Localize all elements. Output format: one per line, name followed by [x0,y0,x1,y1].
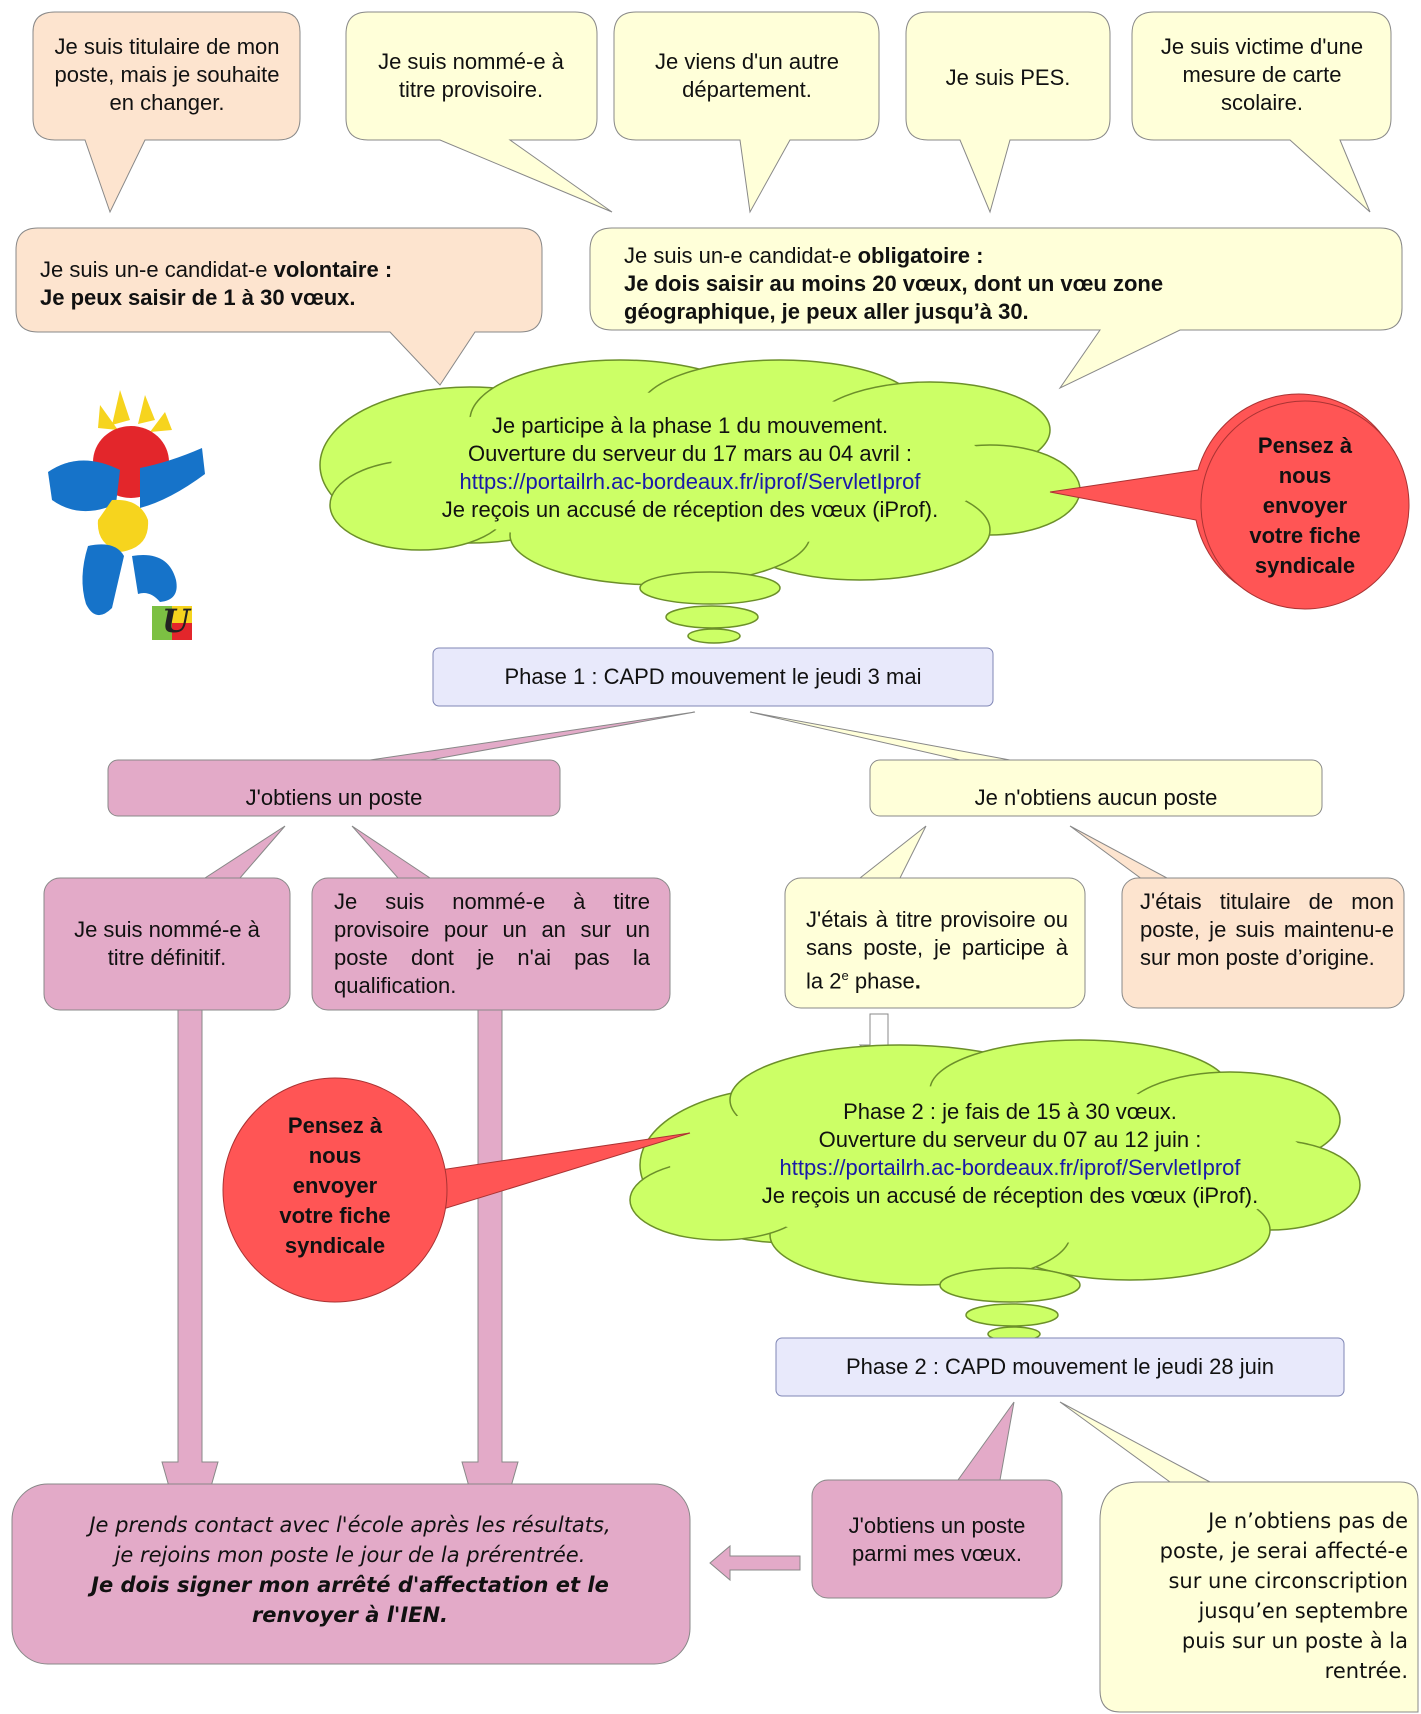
cloud1-link[interactable]: https://portailrh.ac-bordeaux.fr/iprof/S… [459,469,921,494]
reminder2-line4: votre fiche [279,1203,391,1228]
obtiens-voeux-text: J'obtiens un poste parmi mes vœux. [848,1513,1026,1566]
cloud1-line2: Ouverture du serveur du 17 mars au 04 av… [468,441,912,466]
bubble-pes: Je suis PES. [920,64,1096,92]
bubble-titulaire-text: Je suis titulaire de mon poste, mais je … [54,34,280,115]
pas-de-poste-line5: puis sur un poste à la [1181,1629,1408,1653]
obligatoire-line2: Je dois saisir au moins 20 vœux, dont un… [624,271,1164,296]
arrow-definitif [161,1009,219,1562]
reminder-2: Pensez à nous envoyer votre fiche syndic… [245,1111,425,1261]
etais-provisoire-end: phase [848,968,915,994]
cloud2-line2: Ouverture du serveur du 07 au 12 juin : [818,1127,1202,1152]
phase1-text: Phase 1 : CAPD mouvement le jeudi 3 mai [504,664,922,689]
etais-titulaire-text: J'étais titulaire de mon poste, je suis … [1140,889,1394,970]
final-instructions: Je prends contact avec l'école après les… [40,1510,660,1630]
arrow-to-final [709,1544,801,1582]
etais-provisoire-dot: . [914,968,921,994]
logo-letter: U [162,602,190,640]
arrow-provisoire-an [461,1009,519,1562]
bubble-volontaire: Je suis un-e candidat-e volontaire : Je … [40,256,520,312]
cloud2-line1: Phase 2 : je fais de 15 à 30 vœux. [843,1099,1177,1124]
phase1-box: Phase 1 : CAPD mouvement le jeudi 3 mai [433,663,993,691]
pas-de-poste-line2: poste, je serai affecté-e [1159,1539,1408,1563]
reminder2-line1: Pensez à [287,1113,383,1138]
nomme-provisoire-an: Je suis nommé-e à titre provisoire pour … [334,888,650,1000]
reminder1-line1: Pensez à [1257,433,1353,458]
volontaire-prefix: Je suis un-e candidat-e [40,257,274,282]
tail-obtiens [369,711,696,761]
reminder1-line4: votre fiche [1249,523,1361,548]
bubble-titulaire-shape [32,11,301,214]
nomme-definitif: Je suis nommé-e à titre définitif. [56,916,278,972]
tail-aucun [749,711,1011,761]
obtiens-poste: J'obtiens un poste [108,784,560,812]
etais-provisoire-sup: e [841,968,849,983]
cloud2-line4: Je reçois un accusé de réception des vœu… [761,1183,1259,1208]
bubble-autre-dept: Je viens d'un autre département. [628,48,866,104]
pas-de-poste-shape [1099,1481,1419,1713]
obligatoire-line3: géographique, je peux aller jusqu’à 30. [624,299,1029,324]
cloud1-line4: Je reçois un accusé de réception des vœu… [441,497,939,522]
cloud-phase1-shape [319,359,1081,644]
bubble-pes-text: Je suis PES. [945,65,1071,90]
logo-figure-shape [48,390,205,640]
cloud-phase2-shape [629,1039,1361,1342]
phase2-box: Phase 2 : CAPD mouvement le jeudi 28 jui… [776,1353,1344,1381]
obtiens-box-shape [107,759,561,817]
reminder1-line2: nous [1278,463,1332,488]
etais-provisoire-text: J'étais à titre provisoire ou sans poste… [806,907,1068,994]
etais-provisoire: J'étais à titre provisoire ou sans poste… [806,906,1068,995]
final-line4: renvoyer à l'IEN. [251,1603,449,1627]
pas-de-poste-line3: sur une circonscription [1168,1569,1408,1593]
cloud2-link[interactable]: https://portailrh.ac-bordeaux.fr/iprof/S… [779,1155,1241,1180]
pas-de-poste: Je n’obtiens pas de poste, je serai affe… [1112,1506,1408,1686]
bubble-provisoire: Je suis nommé-e à titre provisoire. [360,48,582,104]
pas-de-poste-line1: Je n’obtiens pas de [1208,1509,1408,1533]
final-line1: Je prends contact avec l'école après les… [89,1513,611,1537]
final-box-shape [11,1483,691,1665]
phase2-text: Phase 2 : CAPD mouvement le jeudi 28 jui… [845,1354,1274,1379]
bubble-carte-shape [1131,11,1392,213]
definitif-text: Je suis nommé-e à titre définitif. [74,917,260,970]
aucun-poste-text: Je n'obtiens aucun poste [974,785,1218,810]
phase1-box-shape [432,647,994,707]
etais-titulaire: J'étais titulaire de mon poste, je suis … [1140,888,1394,972]
bubble-obligatoire-shape [589,227,1403,390]
bubble-autre-dept-shape [613,11,880,214]
final-line2: je rejoins mon poste le jour de la prére… [114,1543,586,1567]
obligatoire-bold: obligatoire : [857,243,984,268]
obtiens-voeux: J'obtiens un poste parmi mes vœux. [822,1512,1052,1568]
reminder2-line5: syndicale [284,1233,386,1258]
cloud1-line1: Je participe à la phase 1 du mouvement. [491,413,889,438]
reminder2-line3: envoyer [292,1173,378,1198]
provisoire-an-text: Je suis nommé-e à titre provisoire pour … [334,889,650,998]
final-line3: Je dois signer mon arrêté d'affectation … [91,1573,609,1597]
bubble-provisoire-shape [345,11,613,213]
bubble-carte-text: Je suis victime d'une mesure de carte sc… [1160,34,1364,115]
bubble-obligatoire: Je suis un-e candidat-e obligatoire : Je… [624,242,1394,326]
reminder1-line5: syndicale [1254,553,1356,578]
obtiens-poste-text: J'obtiens un poste [245,785,423,810]
aucun-box-shape [869,759,1323,817]
bubble-titulaire: Je suis titulaire de mon poste, mais je … [52,33,282,117]
reminder-1: Pensez à nous envoyer votre fiche syndic… [1210,431,1400,581]
phase2-box-shape [775,1337,1345,1397]
volontaire-line2: Je peux saisir de 1 à 30 vœux. [40,285,356,310]
bubble-pes-shape [905,11,1111,214]
aucun-poste: Je n'obtiens aucun poste [870,784,1322,812]
cloud-phase2: Phase 2 : je fais de 15 à 30 vœux. Ouver… [690,1098,1330,1210]
reminder2-line2: nous [308,1143,362,1168]
obligatoire-prefix: Je suis un-e candidat-e [624,243,858,268]
volontaire-bold: volontaire : [273,257,393,282]
reminder1-line3: envoyer [1262,493,1348,518]
bubble-provisoire-text: Je suis nommé-e à titre provisoire. [378,49,564,102]
cloud-phase1: Je participe à la phase 1 du mouvement. … [370,412,1010,524]
bubble-carte: Je suis victime d'une mesure de carte sc… [1150,33,1374,117]
pas-de-poste-line4: jusqu’en septembre [1198,1599,1408,1623]
pas-de-poste-line6: rentrée. [1324,1659,1408,1683]
bubble-autre-dept-text: Je viens d'un autre département. [655,49,839,102]
bubble-volontaire-shape [15,227,543,386]
